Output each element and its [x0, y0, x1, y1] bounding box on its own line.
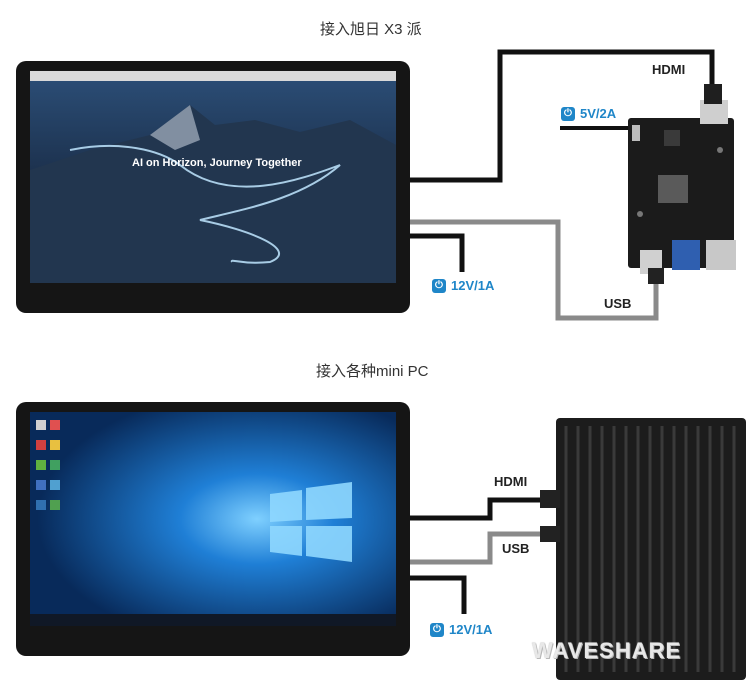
bottom-display-screen [30, 412, 396, 626]
power-icon: ⏻ [561, 107, 575, 121]
waveshare-logo: WAVESHARE [532, 638, 681, 664]
hdmi-connector-bottom [540, 490, 560, 508]
display-power-cable-top [410, 236, 462, 272]
x3-board [628, 100, 736, 274]
top-screen-titlebar [30, 71, 396, 81]
usb-connector-bottom [540, 526, 560, 542]
display-power-value-top: 12V/1A [451, 278, 494, 293]
display-power-value-bottom: 12V/1A [449, 622, 492, 637]
windows-taskbar [30, 614, 396, 626]
hdmi-connector-top [704, 84, 722, 104]
power-icon: ⏻ [430, 623, 444, 637]
usb-label-bottom: USB [502, 541, 529, 556]
display-power-label-bottom: ⏻ 12V/1A [430, 622, 492, 637]
display-power-label-top: ⏻ 12V/1A [432, 278, 494, 293]
power-icon: ⏻ [432, 279, 446, 293]
hdmi-label-bottom: HDMI [494, 474, 527, 489]
display-power-cable-bottom [410, 578, 464, 614]
board-power-label: ⏻ 5V/2A [561, 106, 616, 121]
hdmi-label-top: HDMI [652, 62, 685, 77]
usb-label-top: USB [604, 296, 631, 311]
board-power-value: 5V/2A [580, 106, 616, 121]
screen-tagline: AI on Horizon, Journey Together [132, 157, 302, 169]
usb-connector-top [648, 268, 664, 284]
hdmi-cable-bottom [410, 500, 548, 518]
